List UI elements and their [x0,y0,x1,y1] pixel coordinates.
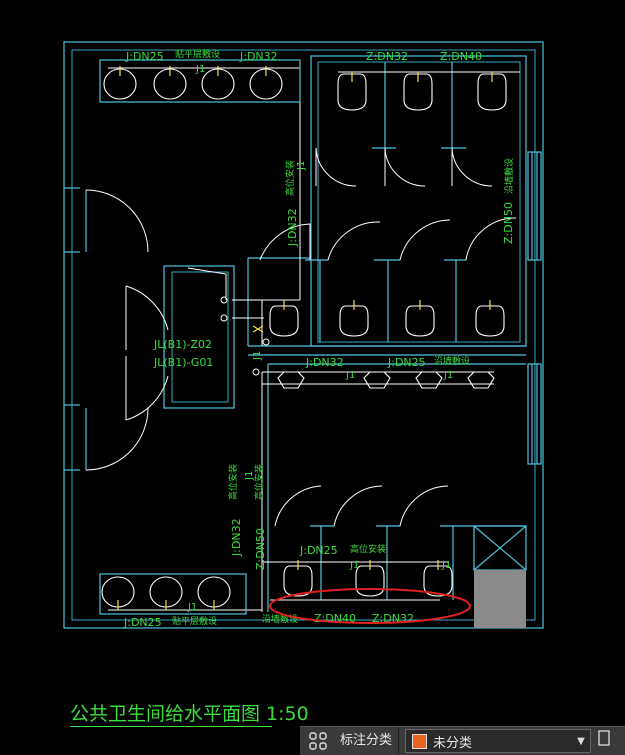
label-mid-j1c: J1 [443,370,453,381]
toilets [269,72,507,597]
annotation-scale-icon[interactable] [300,727,336,755]
label-jl-b1-z02: JL(B1)-Z02 [153,338,212,351]
annotation-category-label: 标注分类 [336,727,400,755]
sinks-top [99,59,301,103]
label-mid-dn25: J:DN25 [387,356,426,369]
interior-walls [163,55,527,612]
label-lower-j1: J1 [244,471,255,481]
highlight-ellipse [269,588,471,624]
label-top-tiedi: 贴平层敷设 [175,48,220,60]
category-select[interactable]: 未分类 ▼ [405,729,592,753]
label-top-j1: J1 [195,64,205,75]
label-lower-j1b: J1 [349,560,359,571]
label-mid-dn32: J:DN32 [305,356,344,369]
label-jl-b1-g01: JL(B1)-G01 [153,356,213,369]
outer-walls [63,41,544,629]
label-bottom-yanqiang: 沿墙敷设 [262,613,298,625]
label-lower-j-dn32: J:DN32 [230,518,243,557]
label-z-dn32: Z:DN32 [366,50,408,63]
category-select-value: 未分类 [433,735,473,751]
label-top-dn32: J:DN32 [239,50,278,63]
label-tiedi-vertical: 沿墙敷设 [503,158,515,194]
label-z-dn40: Z:DN40 [440,50,482,63]
label-j-dn32-vertical: J:DN32 [286,208,299,247]
status-bar: 标注分类 未分类 ▼ [300,726,625,755]
label-mid-yanqiang: 沿墙敷设 [434,355,470,367]
label-lower-dn25: J:DN25 [299,544,338,557]
label-lower-high-install2: 高位安装 [227,464,239,500]
sinks-bottom [99,573,247,615]
label-mid-j1b: J1 [345,370,355,381]
label-lower-high-install: 高位安装 [253,464,265,500]
label-j1-vertical: J1 [296,161,307,171]
title-underline-extension [70,726,272,727]
pipes [108,62,520,612]
label-bottom-dn25: J:DN25 [123,616,162,629]
drawing-title: 公共卫生间给水平面图 1:50 [70,703,309,725]
category-color-swatch [412,733,428,749]
label-lower-j1c: J1 [441,560,451,571]
floor-plan-drawing: J:DN25 贴平层敷设 J:DN32 J1 Z:DN32 Z:DN40 高位安… [63,41,544,725]
label-mid-j1: J1 [252,351,263,361]
copy-icon[interactable] [595,727,617,755]
gray-block [474,570,526,628]
doors [85,147,517,527]
label-top-dn25: J:DN25 [125,50,164,63]
annotations: J:DN25 贴平层敷设 J:DN32 J1 Z:DN32 Z:DN40 高位安… [123,48,515,629]
label-z-dn50-vertical: Z:DN50 [502,202,515,244]
label-high-install-1: 高位安装 [284,160,296,196]
label-bottom-tiedi: 贴平层敷设 [172,615,217,627]
chevron-down-icon[interactable]: ▼ [577,735,585,747]
label-bottom-j1: J1 [187,602,197,613]
label-lower-high3: 高位安装 [350,543,386,555]
label-lower-z-dn50: Z:DN50 [254,528,267,570]
